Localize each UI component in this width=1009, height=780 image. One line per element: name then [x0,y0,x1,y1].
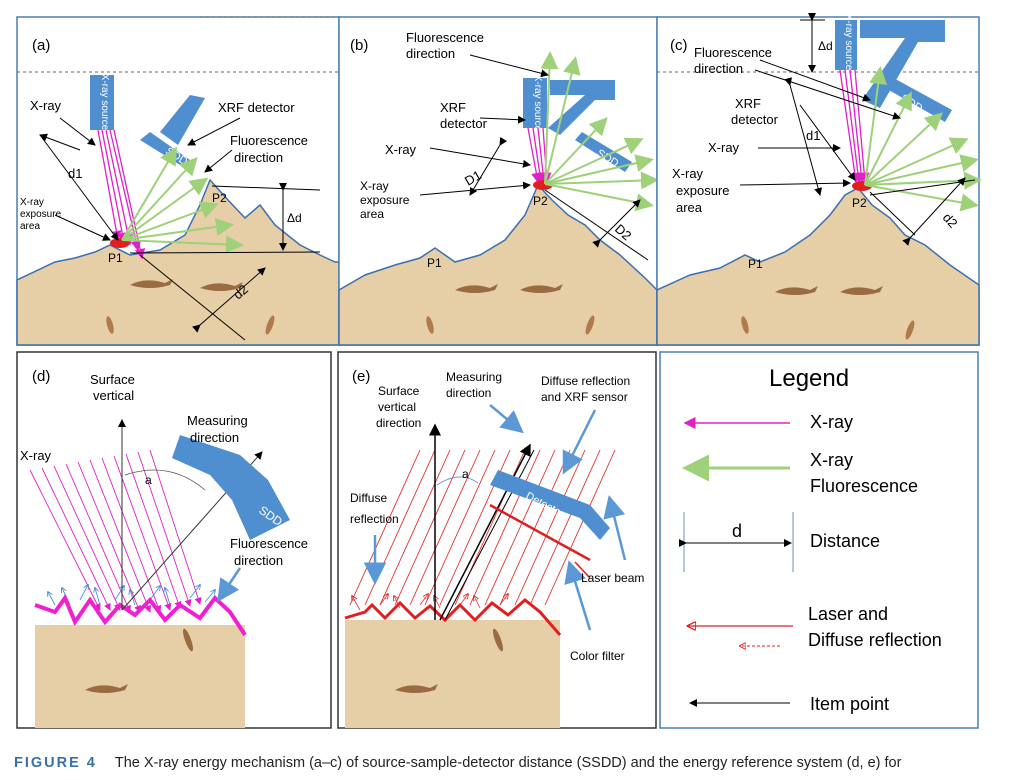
filter-label-e: Color filter [570,649,625,663]
diffuse-label-e2: reflection [350,512,399,526]
xrf-label-c2: detector [731,112,779,127]
legend-d: d [732,521,742,541]
legend-laser2: Diffuse reflection [808,630,942,650]
legend-laser1: Laser and [808,604,888,624]
a-label-e: a [462,467,469,481]
xray-label-d: X-ray [20,448,52,463]
surface-label-d1: Surface [90,372,135,387]
surface-d [34,593,247,637]
caption-text: The X-ray energy mechanism (a–c) of sour… [114,755,902,771]
surface-label-d2: vertical [93,388,134,403]
delta-d-label-a: Δd [287,211,302,225]
exposure-label-a1: X-ray [20,197,44,208]
xrf-label-c1: XRF [735,96,761,111]
panel-b: X-ray source SDD (b) Fluorescence direct… [338,16,659,346]
surface-label-e3: direction [376,416,421,430]
panel-c: X-ray source SDD (c) Fluorescence direct… [200,13,982,346]
delta-d-label-c: Δd [818,39,833,53]
xrf-label-b2: detector [440,116,488,131]
measuring-label-d1: Measuring [187,413,248,428]
exposure-label-b3: area [360,207,384,221]
tag-d: (d) [32,368,50,385]
p1-label-c: P1 [748,257,763,271]
d1-label-a: d1 [68,166,82,181]
source-label-c: X-ray source [843,14,854,71]
xray-label-b: X-ray [385,142,417,157]
rock-c [656,187,980,346]
tag-c: (c) [670,37,688,54]
legend-item: Item point [810,694,889,714]
legend-distance: Distance [810,531,880,551]
legend-xrf2: Fluorescence [810,476,918,496]
direction-label-b: direction [406,46,455,61]
panel-e: Detectors (e) Surface vertical direction… [337,351,657,729]
exposure-label-c2: exposure [676,183,729,198]
figure-caption: FIGURE 4 The X-ray energy mechanism (a–c)… [14,755,1004,771]
surface-label-e2: vertical [378,400,416,414]
source-label-b: X-ray source [532,75,543,132]
tag-e: (e) [352,368,370,385]
xray-label-c: X-ray [708,140,740,155]
fluorescence-label-a: Fluorescence [230,133,308,148]
measuring-label-d2: direction [190,430,239,445]
direction-label-d: direction [234,553,283,568]
fluorescence-label-c: Fluorescence [694,45,772,60]
surface-label-e1: Surface [378,384,420,398]
source-label-a: X-ray source [99,74,110,131]
D1-label-b: D1 [462,167,484,188]
laser-label-e: Laser beam [581,571,644,585]
diffuse-label-e1: Diffuse [350,491,387,505]
p2-label-a: P2 [212,191,227,205]
exposure-label-b2: exposure [360,193,410,207]
fluorescence-label-b: Fluorescence [406,30,484,45]
xray-label-a: X-ray [30,98,62,113]
measuring-label-e1: Measuring [446,370,502,384]
legend-xray: X-ray [810,412,853,432]
figure-label: FIGURE 4 [14,755,97,771]
legend: Legend X-ray X-ray Fluorescence d Distan… [659,351,979,729]
tag-a: (a) [32,37,50,54]
tag-b: (b) [350,37,368,54]
diffuse-sensor-label-e2: and XRF sensor [541,390,628,404]
direction-label-c: direction [694,61,743,76]
figure-4: X-ray source SDD (a) X-ray XRF d [16,13,982,729]
d1-label-c: d1 [806,128,820,143]
exposure-label-c3: area [676,200,703,215]
p2-label-b: P2 [533,194,548,208]
p1-label-a: P1 [108,251,123,265]
rock-d [35,625,245,728]
exposure-label-a2: exposure [20,209,62,220]
direction-label-a: direction [234,150,283,165]
xrf-detector-label-a: XRF detector [218,100,295,115]
rock-e [345,620,560,728]
exposure-label-c1: X-ray [672,166,704,181]
exposure-label-b1: X-ray [360,179,389,193]
measuring-label-e2: direction [446,386,491,400]
xrf-label-b1: XRF [440,100,466,115]
diffuse-sensor-label-e1: Diffuse reflection [541,374,630,388]
p2-label-c: P2 [852,196,867,210]
p1-label-b: P1 [427,256,442,270]
panel-a: X-ray source SDD (a) X-ray XRF d [16,16,340,346]
legend-xrf1: X-ray [810,450,853,470]
fluorescence-label-d: Fluorescence [230,536,308,551]
legend-title: Legend [769,365,849,392]
exposure-label-a3: area [20,221,40,232]
panel-d: (d) Surface vertical Measuring direction… [16,351,332,729]
a-label-d: a [145,473,152,487]
